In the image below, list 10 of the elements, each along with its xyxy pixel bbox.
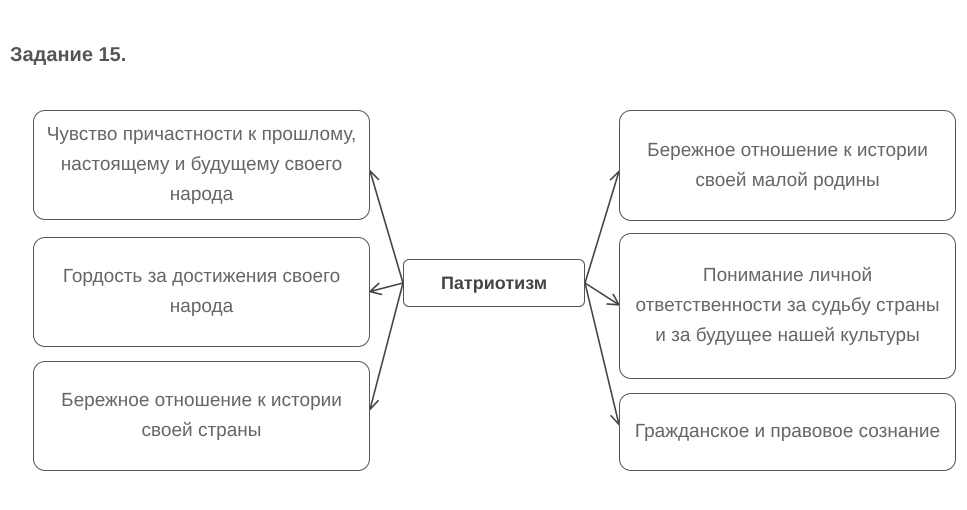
concept-box: Патриотизм [403, 259, 585, 307]
trait-box: Бережное отношение к истории своей страны [33, 361, 370, 471]
arrow [369, 282, 404, 296]
trait-box: Гордость за достижения своего народа [33, 237, 370, 347]
trait-box: Понимание личной ответственности за судьбу страны и за будущее нашей культуры [619, 233, 956, 379]
trait-box: Чувство причастности к прошлому, настоящему и будущему своего народа [33, 110, 370, 220]
trait-box: Гражданское и правовое сознание [619, 393, 956, 471]
trait-box: Бережное отношение к истории своей малой родины [619, 110, 956, 221]
task-title: Задание 15. [10, 43, 126, 68]
arrow [584, 282, 620, 306]
